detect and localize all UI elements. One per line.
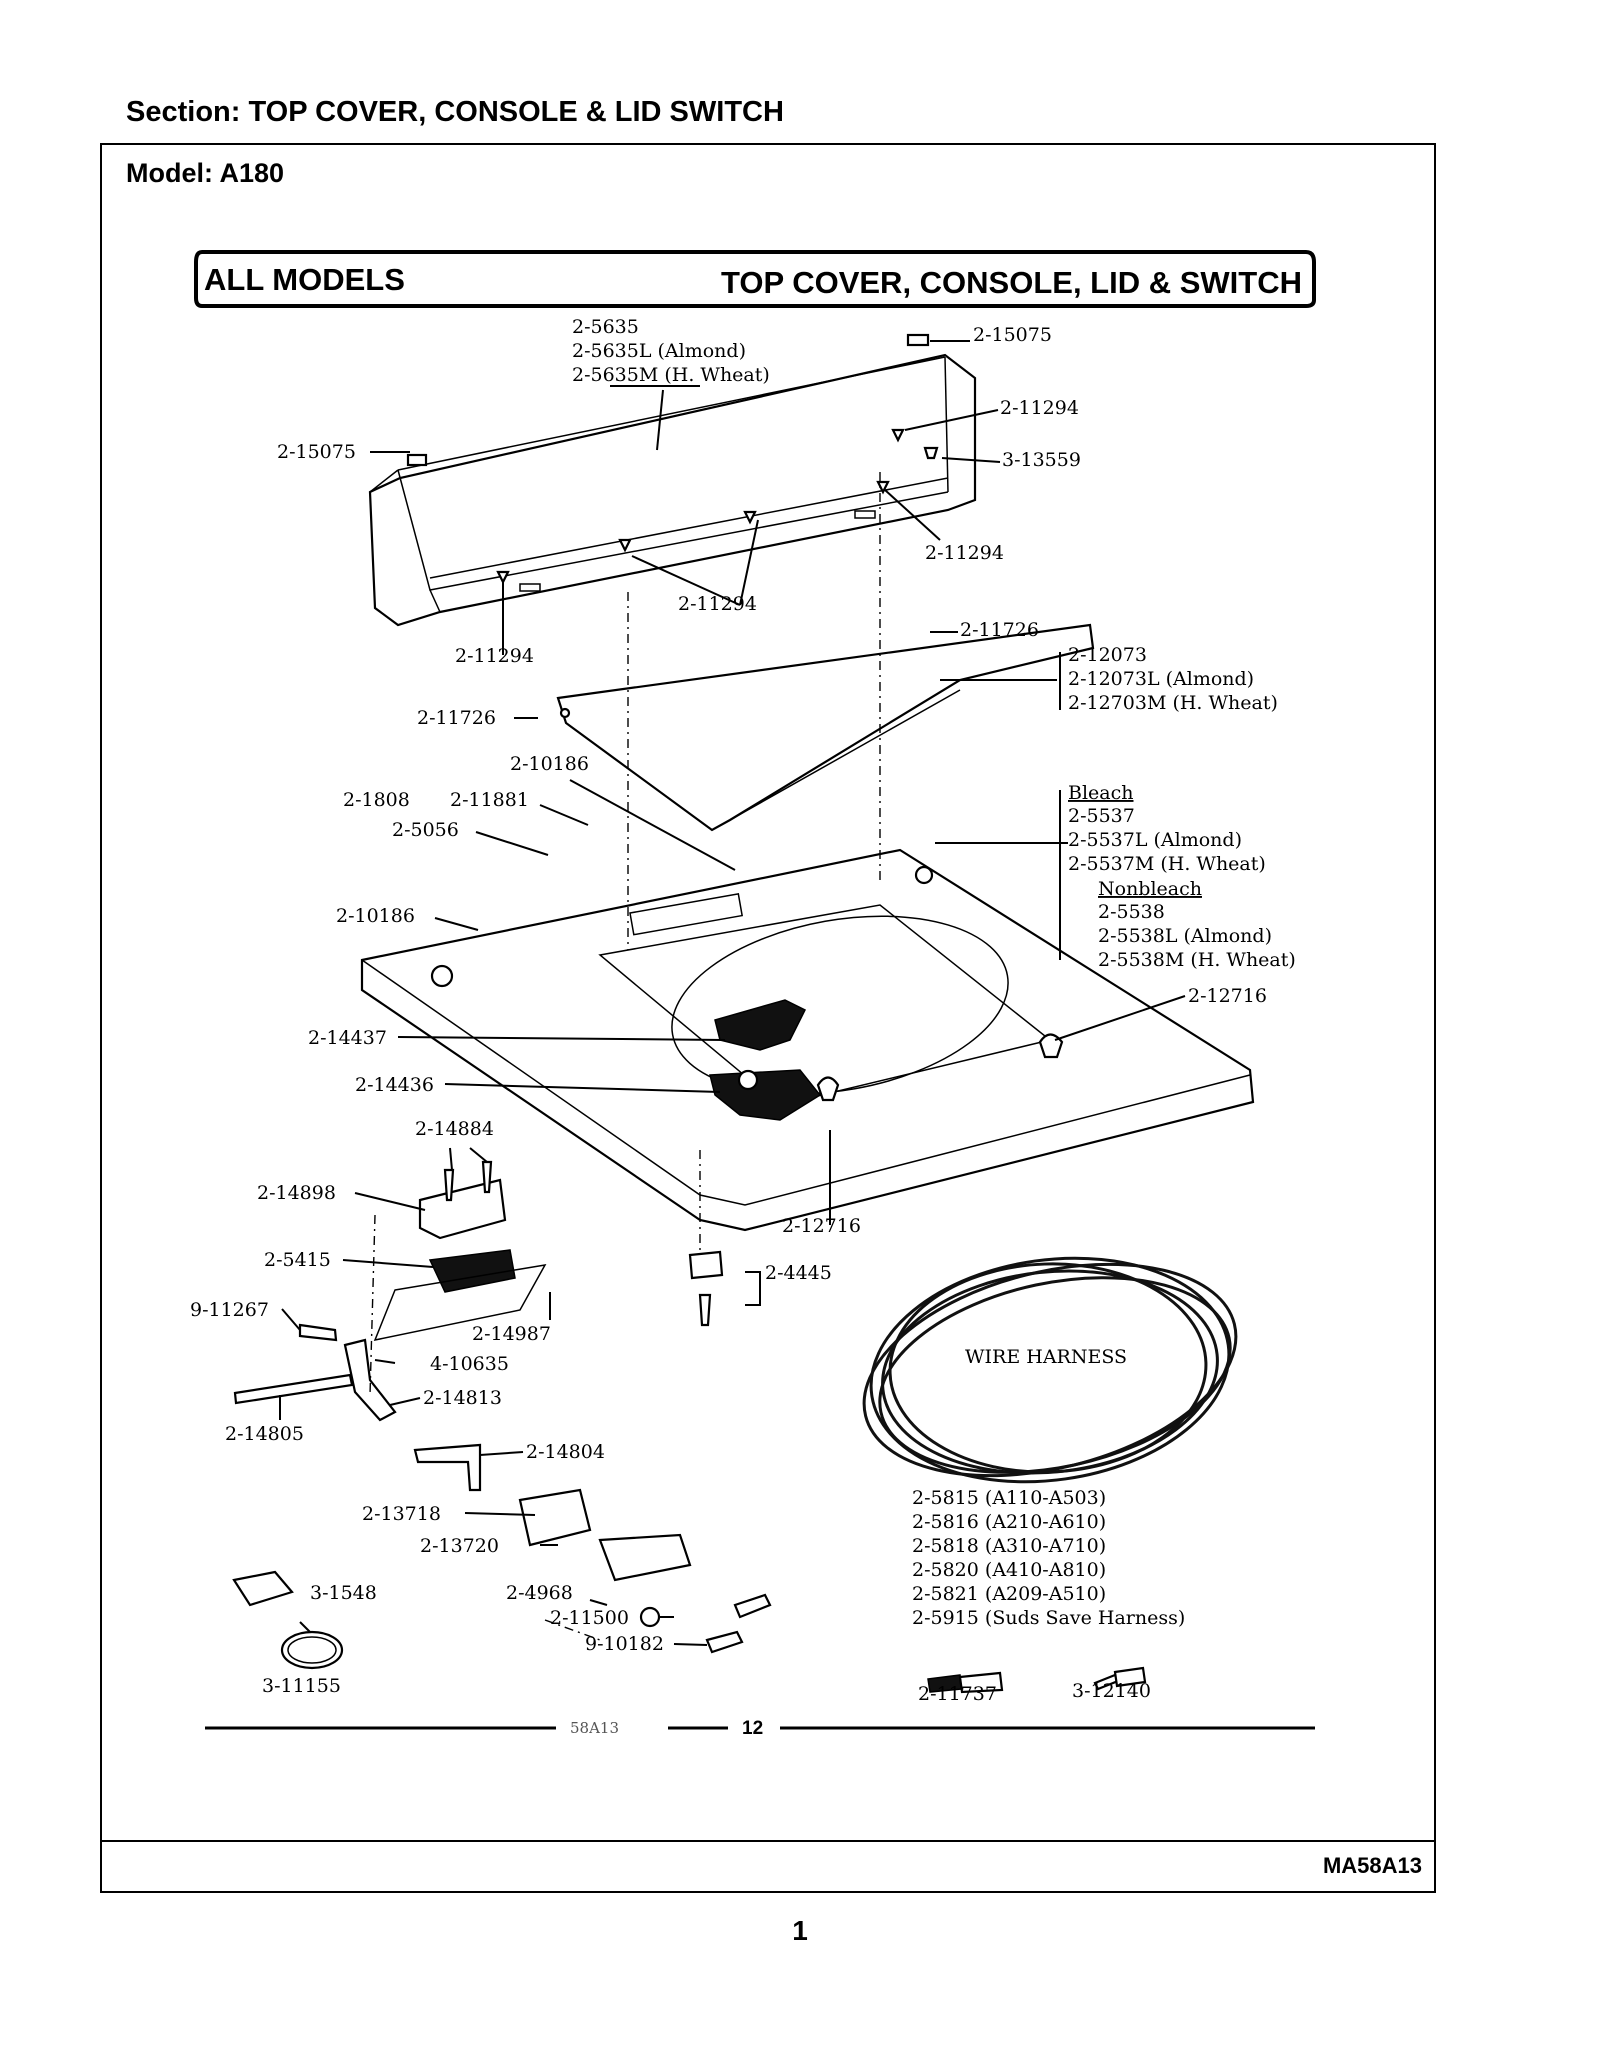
alignment-lines [369,472,881,1641]
label-harness-1: 2-5815 (A110-A503) [912,1487,1106,1509]
label-harness-5: 2-5821 (A209-A510) [912,1583,1106,1605]
label-clip-4445: 2-4445 [765,1262,832,1284]
label-top-nonbleach-2: 2-5538L (Almond) [1098,925,1272,947]
label-clip-left: 2-15075 [277,441,356,463]
diagram-footer: 58A13 12 [205,1718,1315,1739]
label-screw-10186-top: 2-10186 [510,753,589,775]
lid-switch-assembly [232,1160,772,1670]
label-screw-left: 2-11294 [455,645,534,667]
label-spring-13720: 2-13720 [420,1535,499,1557]
label-ring-11155: 3-11155 [262,1675,341,1697]
label-dispenser-14436: 2-14436 [355,1074,434,1096]
diagram-header: ALL MODELS TOP COVER, CONSOLE, LID & SWI… [194,250,1316,308]
label-harness-4: 2-5820 (A410-A810) [912,1559,1106,1581]
label-shield-14987: 2-14987 [472,1323,551,1345]
page-number: 1 [792,1915,808,1946]
label-top-bleach-head: Bleach [1068,782,1134,804]
label-lid-3: 2-12703M (H. Wheat) [1068,692,1278,714]
top-panel [360,848,1255,1232]
part-labels: 2-5635 2-5635L (Almond) 2-5635M (H. Whea… [190,316,1296,1705]
label-cord-5056: 2-5056 [392,819,459,841]
label-bracket-13718: 2-13718 [362,1503,441,1525]
label-clip-10635: 4-10635 [430,1353,509,1375]
label-block-4968: 2-4968 [506,1582,573,1604]
label-top-bleach-2: 2-5537L (Almond) [1068,829,1242,851]
label-dispenser-14437: 2-14437 [308,1027,387,1049]
label-screw-10182: 9-10182 [585,1633,664,1655]
section-title: Section: TOP COVER, CONSOLE & LID SWITCH [126,96,784,128]
label-screw-mid: 2-11294 [678,593,757,615]
label-clip-right: 2-15075 [973,324,1052,346]
label-bumper-12716-right: 2-12716 [1188,985,1267,1007]
label-bumper-12716-bottom: 2-12716 [782,1215,861,1237]
clip-left-shape [406,453,428,467]
label-screw-10186-left: 2-10186 [336,905,415,927]
label-lever-14813: 2-14813 [423,1387,502,1409]
label-switch-5415: 2-5415 [264,1249,331,1271]
wire-harness [862,1256,1238,1484]
label-top-nonbleach-3: 2-5538M (H. Wheat) [1098,949,1296,971]
page-frame [100,143,1436,1893]
label-bracket-14898: 2-14898 [257,1182,336,1204]
document-code: MA58A13 [1322,1853,1422,1878]
frame-divider [100,1840,1436,1842]
label-spring-14804: 2-14804 [526,1441,605,1463]
label-console-1: 2-5635 [572,316,639,338]
plug-shape [923,446,939,460]
label-clip-1808: 2-1808 [343,789,410,811]
label-top-bleach-1: 2-5537 [1068,805,1135,827]
footer-page: 12 [742,1718,763,1739]
label-bumper-left: 2-11726 [417,707,496,729]
label-screw-r1: 2-11294 [1000,397,1079,419]
label-screw-11267: 9-11267 [190,1299,269,1321]
label-top-nonbleach-head: Nonbleach [1098,878,1202,900]
footer-code: 58A13 [570,1719,619,1737]
leader-lines [279,340,1186,1646]
label-screw-14884: 2-14884 [415,1118,494,1140]
console-assembly [368,333,977,627]
dispenser-parts [709,999,1064,1121]
header-all-models: ALL MODELS [204,262,405,297]
label-console-3: 2-5635M (H. Wheat) [572,364,770,386]
label-plug: 3-13559 [1002,449,1081,471]
clip-right-shape [906,333,930,347]
label-harness-3: 2-5818 (A310-A710) [912,1535,1106,1557]
terminals [927,1666,1147,1694]
label-harness-6: 2-5915 (Suds Save Harness) [912,1607,1185,1629]
label-terminal-11737: 2-11737 [918,1683,997,1705]
label-console-2: 2-5635L (Almond) [572,340,746,362]
lid-assembly [556,623,1095,832]
label-screw-r2: 2-11294 [925,542,1004,564]
model-title: Model: A180 [126,158,285,188]
label-part-11881: 2-11881 [450,789,529,811]
label-clip-1548: 3-1548 [310,1582,377,1604]
label-wire-harness: WIRE HARNESS [965,1346,1127,1368]
label-bumper-right: 2-11726 [960,619,1039,641]
header-section-name: TOP COVER, CONSOLE, LID & SWITCH [721,265,1302,300]
label-top-bleach-3: 2-5537M (H. Wheat) [1068,853,1266,875]
label-harness-2: 2-5816 (A210-A610) [912,1511,1106,1533]
label-washer-11500: 2-11500 [550,1607,629,1629]
label-lid-1: 2-12073 [1068,644,1147,666]
label-terminal-12140: 3-12140 [1072,1680,1151,1702]
label-lid-2: 2-12073L (Almond) [1068,668,1254,690]
label-top-nonbleach-1: 2-5538 [1098,901,1165,923]
label-rod-14805: 2-14805 [225,1423,304,1445]
